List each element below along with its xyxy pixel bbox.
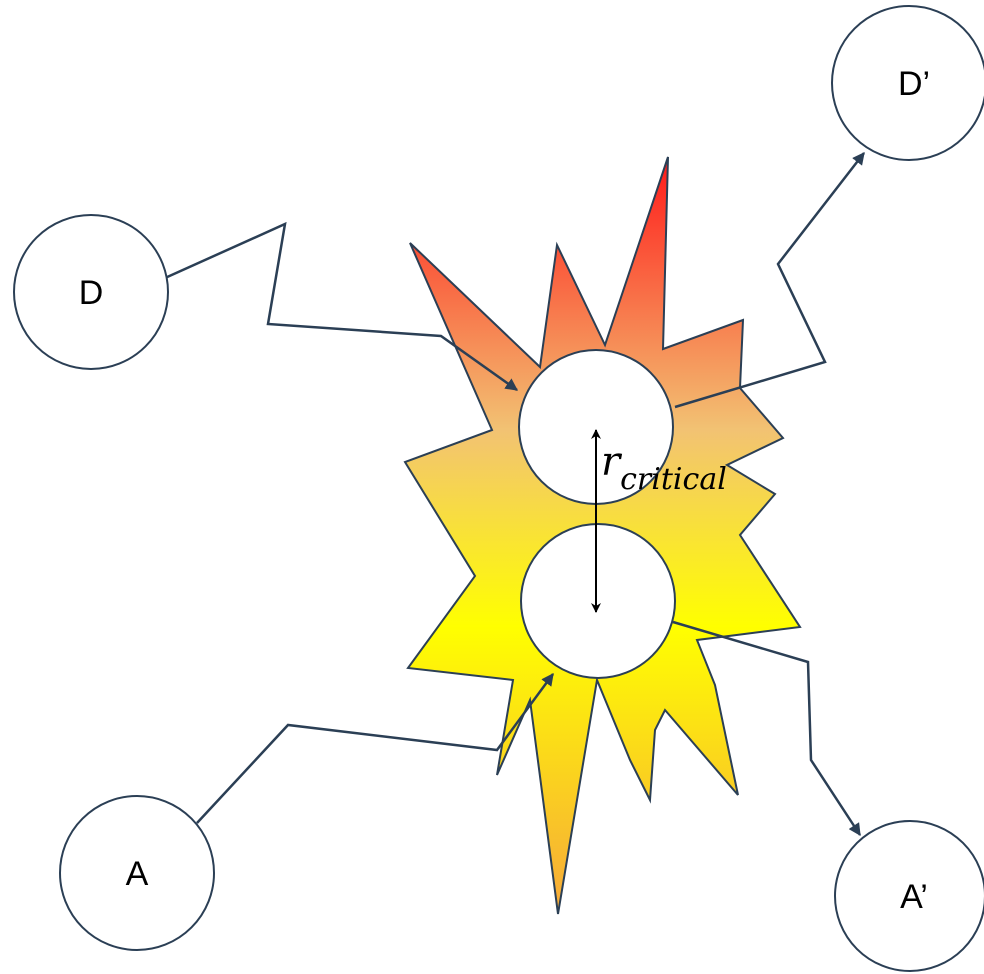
distance-subscript: critical [620, 462, 727, 497]
node-a-prime-circle [834, 820, 984, 972]
collision-circle-lower [520, 523, 676, 679]
node-a-circle [59, 795, 215, 951]
critical-distance-label: rcritical [601, 439, 727, 497]
node-d-prime-label: D’ [898, 65, 930, 103]
a-approach-path [196, 672, 555, 824]
node-d-prime-circle [831, 5, 984, 161]
d-prime-exit-path [674, 152, 865, 409]
a-prime-exit-path [672, 620, 862, 837]
node-d-circle [13, 214, 169, 370]
node-a-prime-label: A’ [900, 878, 928, 916]
distance-symbol: r [601, 439, 623, 485]
node-a-label: A [126, 855, 149, 893]
d-approach-path [164, 221, 519, 392]
node-d-label: D [79, 274, 104, 312]
